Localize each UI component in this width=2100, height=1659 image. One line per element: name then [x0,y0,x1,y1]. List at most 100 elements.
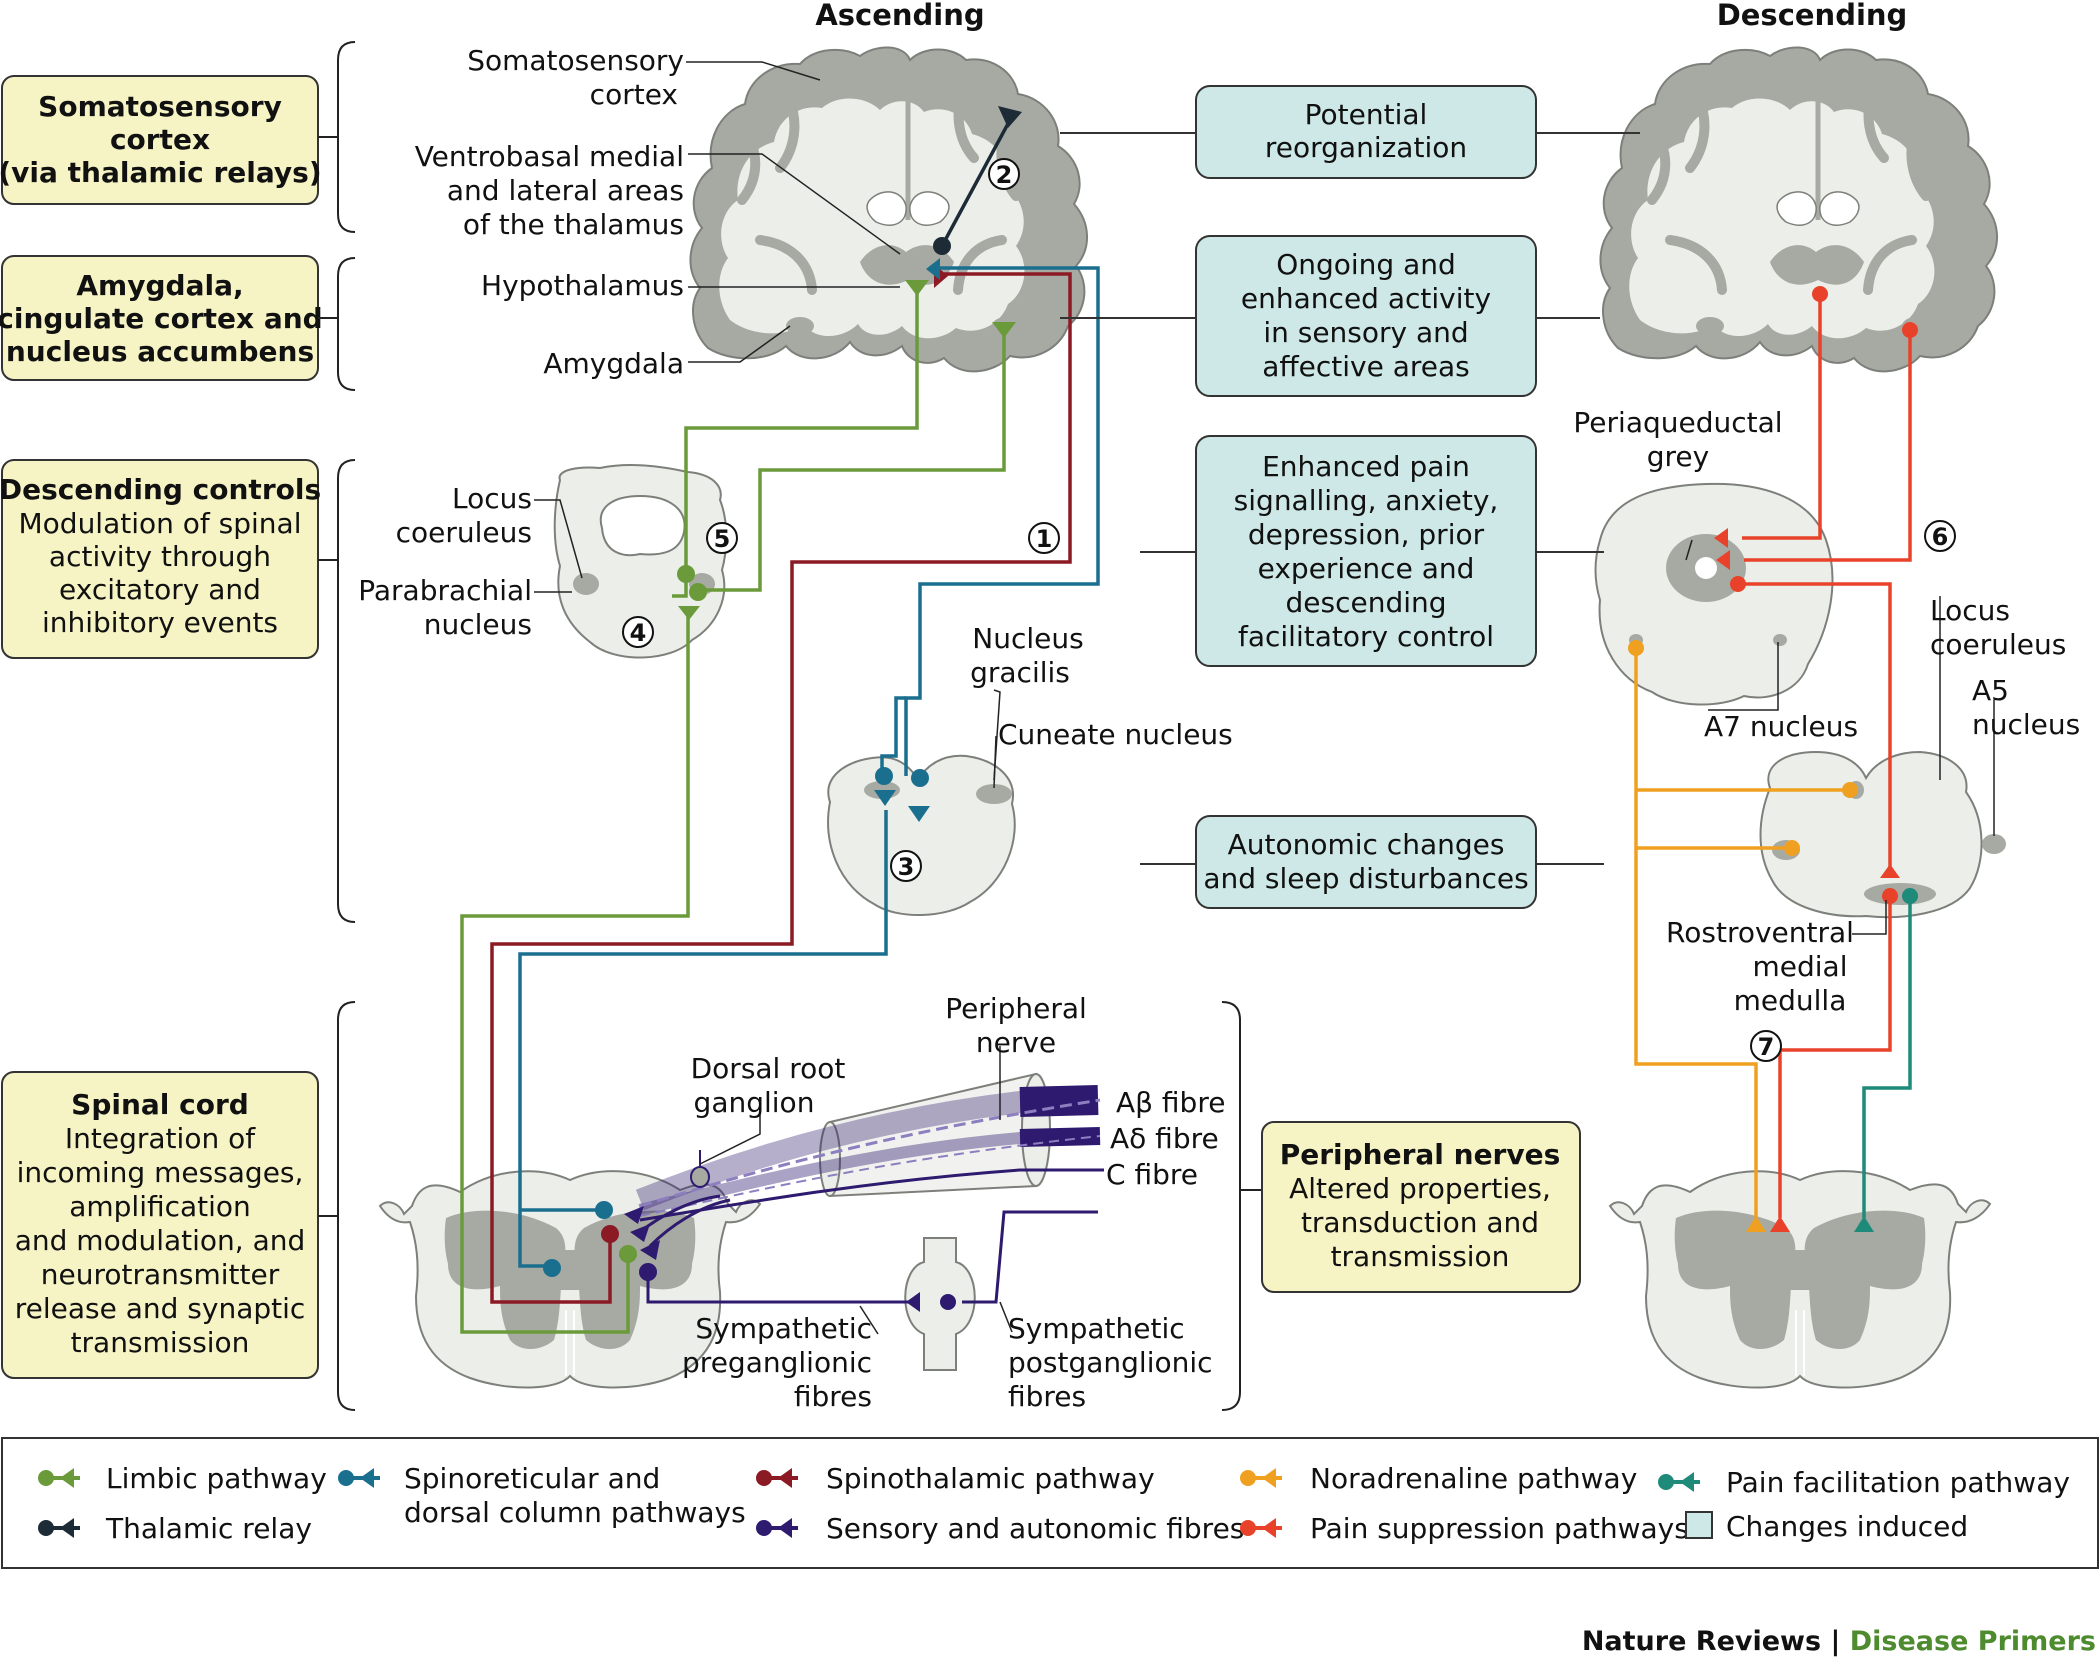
leader-lines [534,61,1995,1335]
label-rvm: Rostroventral [1666,916,1854,949]
svg-text:5: 5 [714,525,731,553]
noradrenaline-arrowhead-cord [1746,1216,1766,1232]
spinoreticular-arrowhead-thalamus [926,258,940,280]
descending-header: Descending [1717,0,1908,32]
limbic-arrowhead-pons [678,606,700,620]
legend-sensory-autonomic: Sensory and autonomic fibres [756,1512,1244,1545]
pag-section [1594,482,1834,706]
step-6: 6 [1924,520,1956,552]
autonomic-arrowhead [906,1292,920,1312]
step-7: 7 [1750,1030,1782,1062]
label-locus-coeruleus-right: Locus [1930,594,2010,627]
autonomic-node [940,1294,956,1310]
suppression-arrowhead-pag-b [1716,550,1730,570]
suppression-arrowhead-cord [1770,1216,1790,1232]
noradrenaline-node-a7 [1628,640,1644,656]
thalamic-relay-arrowhead [998,106,1022,128]
peripheral-brace [1221,1001,1262,1411]
svg-text:Altered properties,transductio: Altered properties,transduction andtrans… [1289,1172,1551,1273]
sensory-arrowhead-1 [624,1206,644,1224]
legend: Limbic pathway Thalamic relay Spinoretic… [1,1437,2099,1569]
svg-text:7: 7 [1758,1033,1775,1061]
svg-text:Pain suppression pathways: Pain suppression pathways [1310,1512,1689,1545]
svg-text:Thalamic relay: Thalamic relay [105,1512,312,1545]
noradrenaline-node-lc [1842,782,1858,798]
svg-text:Noradrenaline pathway: Noradrenaline pathway [1310,1462,1637,1495]
legend-pain-suppression: Pain suppression pathways [1240,1512,1689,1545]
svg-text:Changes induced: Changes induced [1726,1510,1968,1543]
label-ab-fibre: Aβ fibre [1116,1086,1225,1119]
svg-text:Descending controls: Descending controls [0,473,321,506]
svg-text:3: 3 [898,853,915,881]
spinoreticular-node-cuneate [911,769,929,787]
suppression-arrowhead-rvm [1880,864,1900,878]
label-a7: A7 nucleus [1704,710,1858,743]
suppression-node-pag [1730,576,1746,592]
label-nucleus-gracilis: Nucleus [972,622,1083,655]
step-3: 3 [890,850,922,882]
pain-suppression-pathway [1740,294,1912,1218]
label-symp-pre: Sympathetic [695,1312,872,1345]
spinoreticular-arrowhead-medulla-b [908,806,930,822]
pain-facilitation-pathway [1862,896,1912,1218]
box-descending-controls: Descending controls Modulation of spinal… [0,459,321,659]
label-amygdala: Amygdala [543,347,684,380]
suppression-node-brain-a [1812,286,1828,302]
facilitation-arrowhead-cord [1854,1216,1874,1232]
box-peripheral-nerves: Peripheral nerves Altered properties,tra… [1261,1121,1581,1293]
sympathetic-ganglion [904,1237,976,1371]
label-cuneate: Cuneate nucleus [998,718,1233,751]
noradrenaline-node-a5 [1784,840,1800,856]
left-braces [318,41,356,1411]
spinal-cord-right [1608,1170,1992,1389]
svg-text:2: 2 [996,161,1013,189]
label-ad-fibre: Aδ fibre [1110,1122,1219,1155]
spinoreticular-arrowhead-medulla-a [874,790,896,806]
journal-credit: Nature Reviews | Disease Primers [1582,1626,2096,1657]
legend-spinothalamic: Spinothalamic pathway [756,1462,1155,1495]
label-c-fibre: C fibre [1106,1158,1198,1191]
peripheral-nerve-bundle [635,1072,1104,1222]
step-5: 5 [706,522,738,554]
svg-text:4: 4 [630,619,647,647]
step-1: 1 [1028,522,1060,554]
limbic-node-pb [689,583,707,601]
spinoreticular-pathway [518,266,1100,1268]
suppression-arrowhead-pag-a [1714,528,1728,548]
label-pag: Periaqueductal [1573,406,1782,439]
svg-text:Sensory and autonomic fibres: Sensory and autonomic fibres [826,1512,1244,1545]
facilitation-node-rvm [1902,888,1918,904]
step-2: 2 [988,158,1020,190]
legend-changes-induced: Changes induced [1685,1510,1968,1543]
svg-text:Limbic pathway: Limbic pathway [106,1462,327,1495]
label-thalamus: Ventrobasal medial [415,140,684,173]
thalamic-relay-line [940,119,1012,247]
svg-text:Spinal cord: Spinal cord [71,1088,249,1121]
svg-text:Spinothalamic pathway: Spinothalamic pathway [826,1462,1155,1495]
legend-limbic: Limbic pathway [38,1462,327,1495]
label-symp-post: Sympathetic [1008,1312,1185,1345]
limbic-pathway [460,282,1006,1334]
legend-pain-facilitation: Pain facilitation pathway [1658,1466,2070,1499]
